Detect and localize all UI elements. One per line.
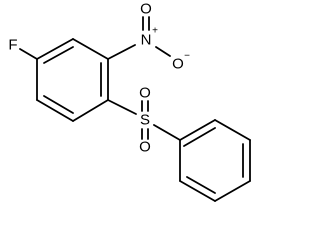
bond-c4-f (19, 48, 38, 60)
bond-c5-c6-inner (43, 95, 74, 114)
sulfonyl-oxygen-bottom-label: O (139, 139, 151, 156)
bond-p2-p3 (214, 119, 251, 141)
bond-c3-c4 (36, 38, 74, 60)
bond-p4-p5 (214, 180, 251, 202)
bond-s-phenyl (153, 124, 181, 141)
bond-c2-n (107, 44, 136, 60)
bond-p5-p6 (179, 180, 216, 202)
bond-c1-s (107, 99, 137, 115)
bond-p1-p2-inner (183, 127, 216, 147)
sulfonyl-oxygen-top-label: O (139, 85, 151, 102)
bond-c6-c1 (72, 99, 109, 122)
ring-b (179, 119, 251, 202)
bond-c3-c4-inner (43, 46, 74, 64)
nitrogen-charge: + (152, 26, 158, 37)
bond-n-o-single (155, 46, 171, 57)
bond-p1-p2 (179, 119, 216, 141)
bond-c2-c3 (72, 38, 109, 60)
nitro-oxygen-top-label: O (140, 1, 152, 18)
fluorine-label: F (8, 37, 17, 54)
sulfur-label: S (140, 112, 150, 129)
nitro-oxygen-charge: − (184, 51, 190, 62)
bond-p5-p6-inner (186, 176, 216, 194)
bond-c5-c6 (36, 99, 74, 122)
nitro-oxygen-right-label: O (172, 56, 184, 73)
ring-a (36, 38, 109, 122)
structure-diagram: F N + O O − S O O (8, 1, 251, 202)
nitrogen-label: N (141, 32, 152, 49)
